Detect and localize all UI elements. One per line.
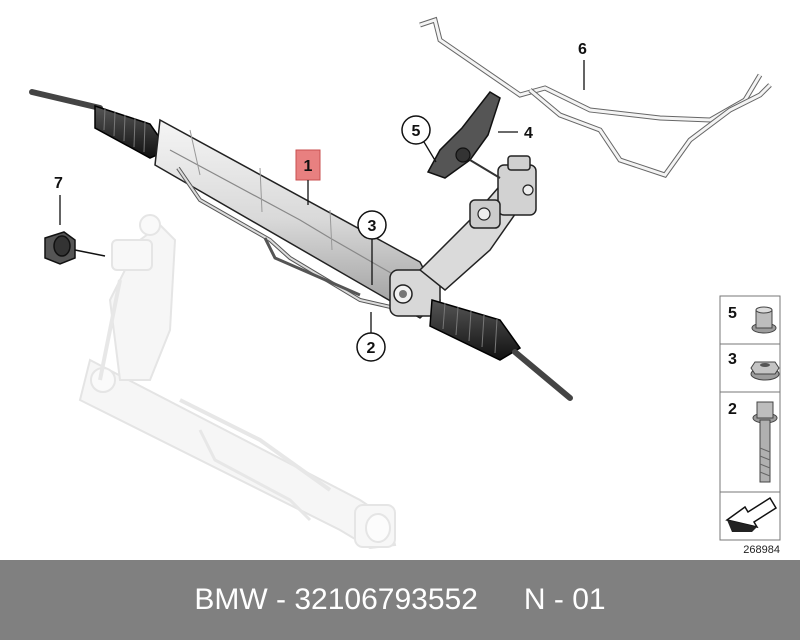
legend-label-5: 5 [728,305,737,322]
footer-code: N - 01 [523,583,606,616]
ghost-steering-rack [78,214,397,550]
part-4-bracket [426,91,501,179]
parts-diagram: 1 3 2 5 4 6 7 5 [29,16,781,556]
main-steering-rack [29,89,573,401]
part-6-pipes [419,16,772,178]
part-7-clamp [44,231,106,265]
direction-arrow-icon [725,496,778,532]
callout-2-label: 2 [367,340,376,357]
callout-4: 4 [498,125,533,142]
legend-label-2: 2 [728,401,737,418]
callout-2: 2 [356,312,386,362]
callout-4-label: 4 [524,125,533,142]
reference-number: 268984 [743,544,780,556]
callout-5: 5 [401,115,437,163]
flange-bolt-icon [751,306,777,334]
callout-7: 7 [54,175,63,225]
callout-1: 1 [295,149,321,205]
callout-6: 6 [578,41,587,90]
callout-3-label: 3 [368,218,377,235]
hardware-legend: 5 3 2 [719,295,781,541]
long-bolt-icon [752,401,778,483]
callout-5-label: 5 [412,123,421,140]
legend-item-long-bolt: 2 [728,401,778,483]
footer-brand-part-number: BMW - 32106793552 [194,583,478,616]
hex-nut-icon [750,361,780,381]
legend-label-3: 3 [728,351,737,368]
legend-item-hex-nut: 3 [728,351,780,381]
callout-6-label: 6 [578,41,587,58]
legend-item-flange-bolt: 5 [728,305,777,334]
callout-3: 3 [357,210,387,285]
callout-7-label: 7 [54,175,63,192]
footer-bar: BMW - 32106793552 N - 01 [0,560,800,640]
callout-1-label: 1 [304,158,313,175]
